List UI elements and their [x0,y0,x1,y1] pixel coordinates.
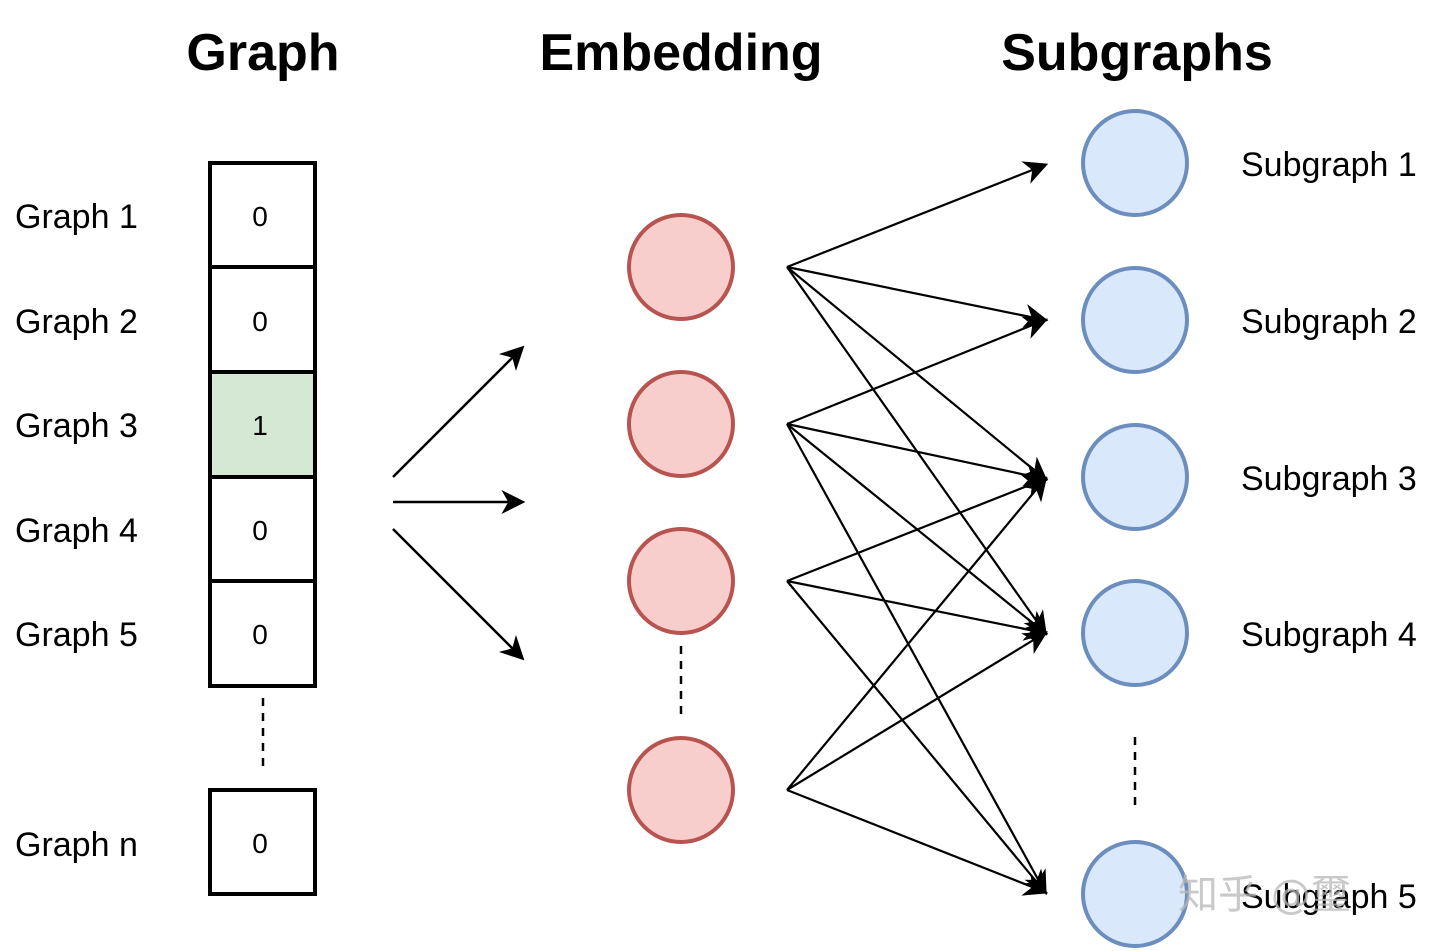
connection-arrow [786,476,1048,791]
graph-vector-cell [208,788,317,896]
subgraph-5: Subgraph 5 [1081,840,1417,948]
embedding-to-subgraph-connections [786,161,1049,896]
subgraph-3: Subgraph 3 [1081,423,1417,531]
graph-row-n: Graph n 0 [15,788,317,896]
subgraph-1: Subgraph 1 [1081,109,1417,217]
connection-arrow [786,631,1048,791]
subgraph-nodes: Subgraph 1 Subgraph 2 Subgraph 3 Subgrap… [1081,109,1417,948]
subgraph-label: Subgraph 3 [1241,460,1417,498]
subgraph-4: Subgraph 4 [1081,579,1417,687]
graph-row-5: Graph 5 0 [15,579,317,688]
graph-row-label: Graph 3 [15,407,138,445]
embedding-node [627,213,735,321]
graph-row-2: Graph 2 0 [15,265,317,374]
subgraph-node [1081,840,1189,948]
graph-vector-value: 0 [252,306,268,337]
subgraph-node [1081,266,1189,374]
connection-arrow [786,423,1047,896]
subgraph-label: Subgraph 2 [1241,303,1417,341]
arrow-down [392,528,525,661]
subgraph-label: Subgraph 5 [1241,878,1417,916]
subgraph-node [1081,109,1189,217]
subgraph-label: Subgraph 4 [1241,616,1417,654]
arrow-up [392,345,525,478]
connection-arrow [786,580,1048,895]
subgraph-label: Subgraph 1 [1241,146,1417,184]
vector-to-embedding-arrows [392,345,526,661]
connection-arrow [786,266,1047,636]
subgraph-node [1081,423,1189,531]
graph-row-label: Graph 4 [15,512,138,550]
embedding-node [627,370,735,478]
graph-row-3: Graph 3 1 [15,370,317,479]
connection-arrow [786,423,1048,636]
graph-row-4: Graph 4 0 [15,475,317,583]
subgraphs-heading: Subgraphs [1001,24,1273,82]
graph-vector-value: 0 [252,201,268,232]
connection-arrow [786,316,1049,426]
embedding-node [627,527,735,635]
graph-row-label: Graph 2 [15,303,138,341]
embedding-node [627,736,735,844]
graph-vector: Graph 1 0 Graph 2 0 Graph 3 1 Graph 4 0 … [15,161,317,896]
graph-row-1: Graph 1 0 [15,161,317,269]
connection-arrow [786,475,1049,583]
connection-arrow [786,788,1049,896]
connection-arrow [786,579,1049,641]
watermark-text: 知乎 @璽 [1178,872,1351,918]
connection-arrow [786,161,1049,269]
embedding-heading: Embedding [539,24,822,82]
embedding-nodes [627,213,735,844]
connection-arrow [786,422,1049,487]
subgraph-node [1081,579,1189,687]
graph-row-label: Graph n [15,826,138,864]
graph-vector-value: 1 [252,410,268,441]
subgraph-2: Subgraph 2 [1081,266,1417,374]
graph-vector-cell [208,579,317,688]
graph-vector-value: 0 [252,619,268,650]
graph-row-label: Graph 1 [15,198,138,236]
graph-vector-cell [208,475,317,583]
graph-vector-value: 0 [252,515,268,546]
graph-heading: Graph [186,24,339,82]
connection-arrow [786,265,1049,328]
graph-vector-value: 0 [252,828,268,859]
graph-row-label: Graph 5 [15,616,138,654]
